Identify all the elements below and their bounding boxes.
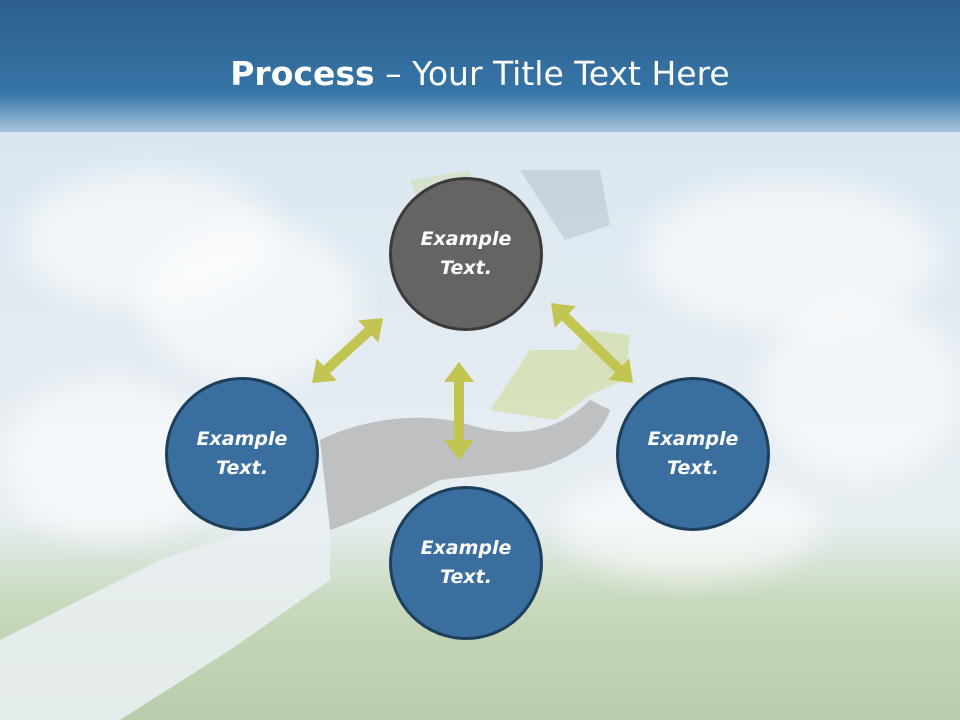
background-cloud bbox=[140, 220, 360, 380]
title-rest: – Your Title Text Here bbox=[374, 54, 730, 93]
arrow-top-bottom bbox=[444, 362, 474, 460]
title-bar bbox=[0, 0, 960, 132]
background-cloud bbox=[760, 300, 960, 480]
title-bold: Process bbox=[230, 54, 375, 93]
node-left: Example Text. bbox=[165, 377, 319, 531]
node-right: Example Text. bbox=[616, 377, 770, 531]
arrow-top-left bbox=[312, 318, 383, 383]
node-bottom-text: Example Text. bbox=[420, 537, 512, 588]
node-right-text: Example Text. bbox=[647, 428, 739, 479]
arrow-top-right bbox=[551, 303, 633, 383]
node-left-text: Example Text. bbox=[196, 428, 288, 479]
page-title: Process – Your Title Text Here bbox=[0, 52, 960, 96]
node-top-text: Example Text. bbox=[420, 228, 512, 279]
node-bottom: Example Text. bbox=[389, 486, 543, 640]
node-top: Example Text. bbox=[389, 177, 543, 331]
